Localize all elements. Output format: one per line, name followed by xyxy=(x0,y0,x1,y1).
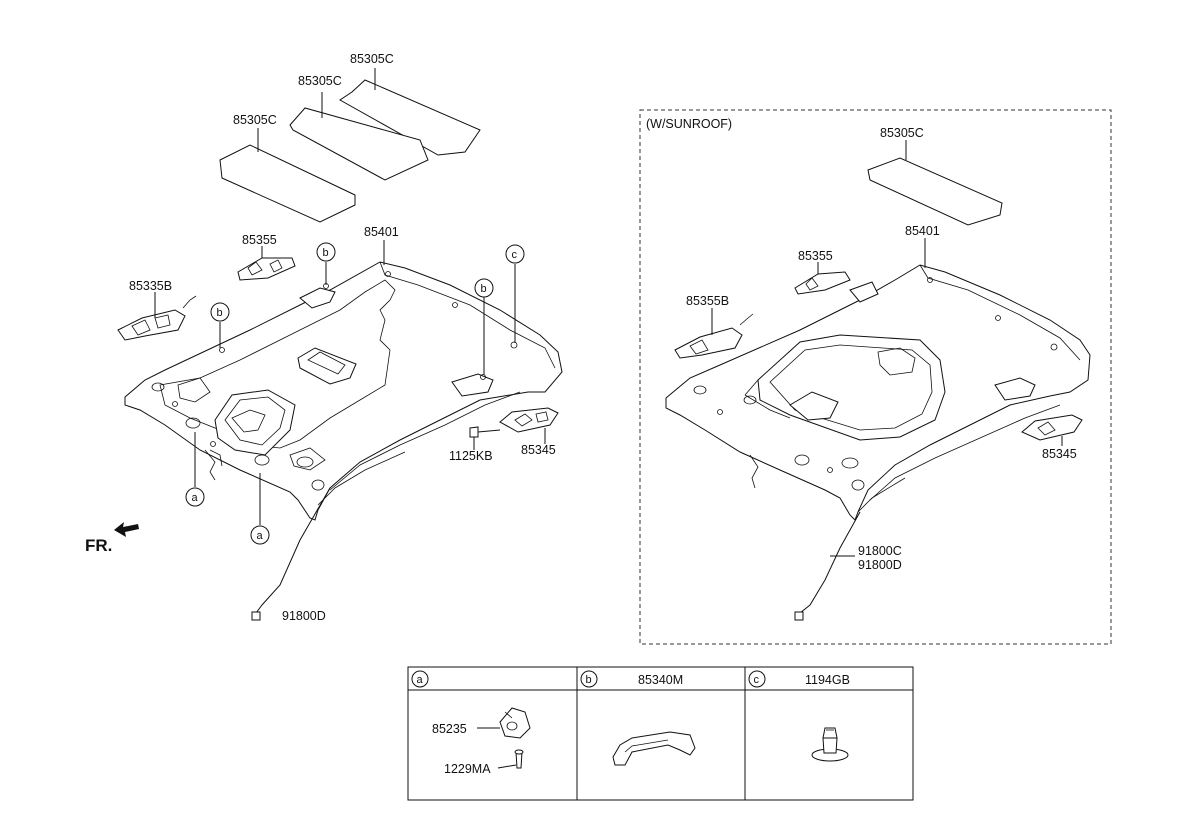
fr-label: FR. xyxy=(85,536,112,555)
bracket-85345 xyxy=(499,407,559,444)
sunroof-title: (W/SUNROOF) xyxy=(646,117,732,131)
label-85345: 85345 xyxy=(521,443,556,457)
headlining-left xyxy=(124,261,563,521)
legend-part-85340m: 85340M xyxy=(638,673,683,687)
legend-key-a: a xyxy=(417,674,424,686)
legend-part-1194gb: 1194GB xyxy=(805,673,850,687)
legend-key-b: b xyxy=(586,674,592,686)
callout-b-3: b xyxy=(474,278,494,298)
callout-a-2: a xyxy=(250,525,270,545)
label-85355b-sunroof: 85355B xyxy=(686,294,729,308)
svg-text:b: b xyxy=(323,247,329,259)
fr-arrow: FR. xyxy=(85,522,139,555)
label-85305c-top: 85305C xyxy=(350,52,394,66)
callout-b-1: b xyxy=(210,302,230,322)
wiring-sunroof xyxy=(794,511,861,621)
svg-text:c: c xyxy=(512,249,518,261)
label-85401: 85401 xyxy=(364,225,399,239)
svg-text:b: b xyxy=(481,283,487,295)
legend-part-1229ma: 1229MA xyxy=(444,762,491,776)
bracket-85355-sunroof xyxy=(794,262,851,295)
bracket-85355 xyxy=(237,246,296,281)
bracket-85335b xyxy=(117,292,197,341)
roof-pads-left xyxy=(219,68,481,223)
legend-key-c: c xyxy=(754,674,760,686)
sunroof-frame xyxy=(639,109,1112,645)
label-85305c-low: 85305C xyxy=(233,113,277,127)
label-1125kb: 1125KB xyxy=(449,449,493,463)
roof-pad-sunroof xyxy=(867,140,1003,226)
callout-b-2: b xyxy=(316,242,336,262)
headlining-sunroof xyxy=(665,264,1091,521)
bracket-85355b-sunroof xyxy=(674,308,754,359)
svg-text:b: b xyxy=(217,307,223,319)
label-85345-sunroof: 85345 xyxy=(1042,447,1077,461)
label-85401-sunroof: 85401 xyxy=(905,224,940,238)
svg-text:a: a xyxy=(192,492,199,504)
headlining-panel xyxy=(124,261,563,521)
label-85355: 85355 xyxy=(242,233,277,247)
label-91800d: 91800D xyxy=(282,609,326,623)
svg-text:a: a xyxy=(257,530,264,542)
bolt-1125kb xyxy=(469,426,501,450)
roof-pad-top xyxy=(339,79,481,156)
label-91800d-sunroof: 91800D xyxy=(858,558,902,572)
front-arrow-icon xyxy=(114,522,139,537)
legend-part-85235: 85235 xyxy=(432,722,467,736)
roof-pad-mid xyxy=(289,107,429,181)
legend-table: a b 85340M c 1194GB 85235 1229MA xyxy=(407,666,914,801)
bracket-85345-sunroof xyxy=(1021,414,1083,446)
assist-grip-drawing xyxy=(612,731,696,766)
label-85305c-sunroof: 85305C xyxy=(880,126,924,140)
legend-part-a-drawing xyxy=(477,707,531,769)
callout-a-1: a xyxy=(185,487,205,507)
callout-c-1: c xyxy=(505,244,525,264)
clip-drawing xyxy=(811,727,849,762)
label-85335b: 85335B xyxy=(129,279,172,293)
wiring-91800d-left xyxy=(251,487,331,621)
label-85305c-mid: 85305C xyxy=(298,74,342,88)
label-85355-sunroof: 85355 xyxy=(798,249,833,263)
roof-pad-low xyxy=(219,144,356,223)
callout-lines-left xyxy=(194,240,516,525)
label-91800c-sunroof: 91800C xyxy=(858,544,902,558)
